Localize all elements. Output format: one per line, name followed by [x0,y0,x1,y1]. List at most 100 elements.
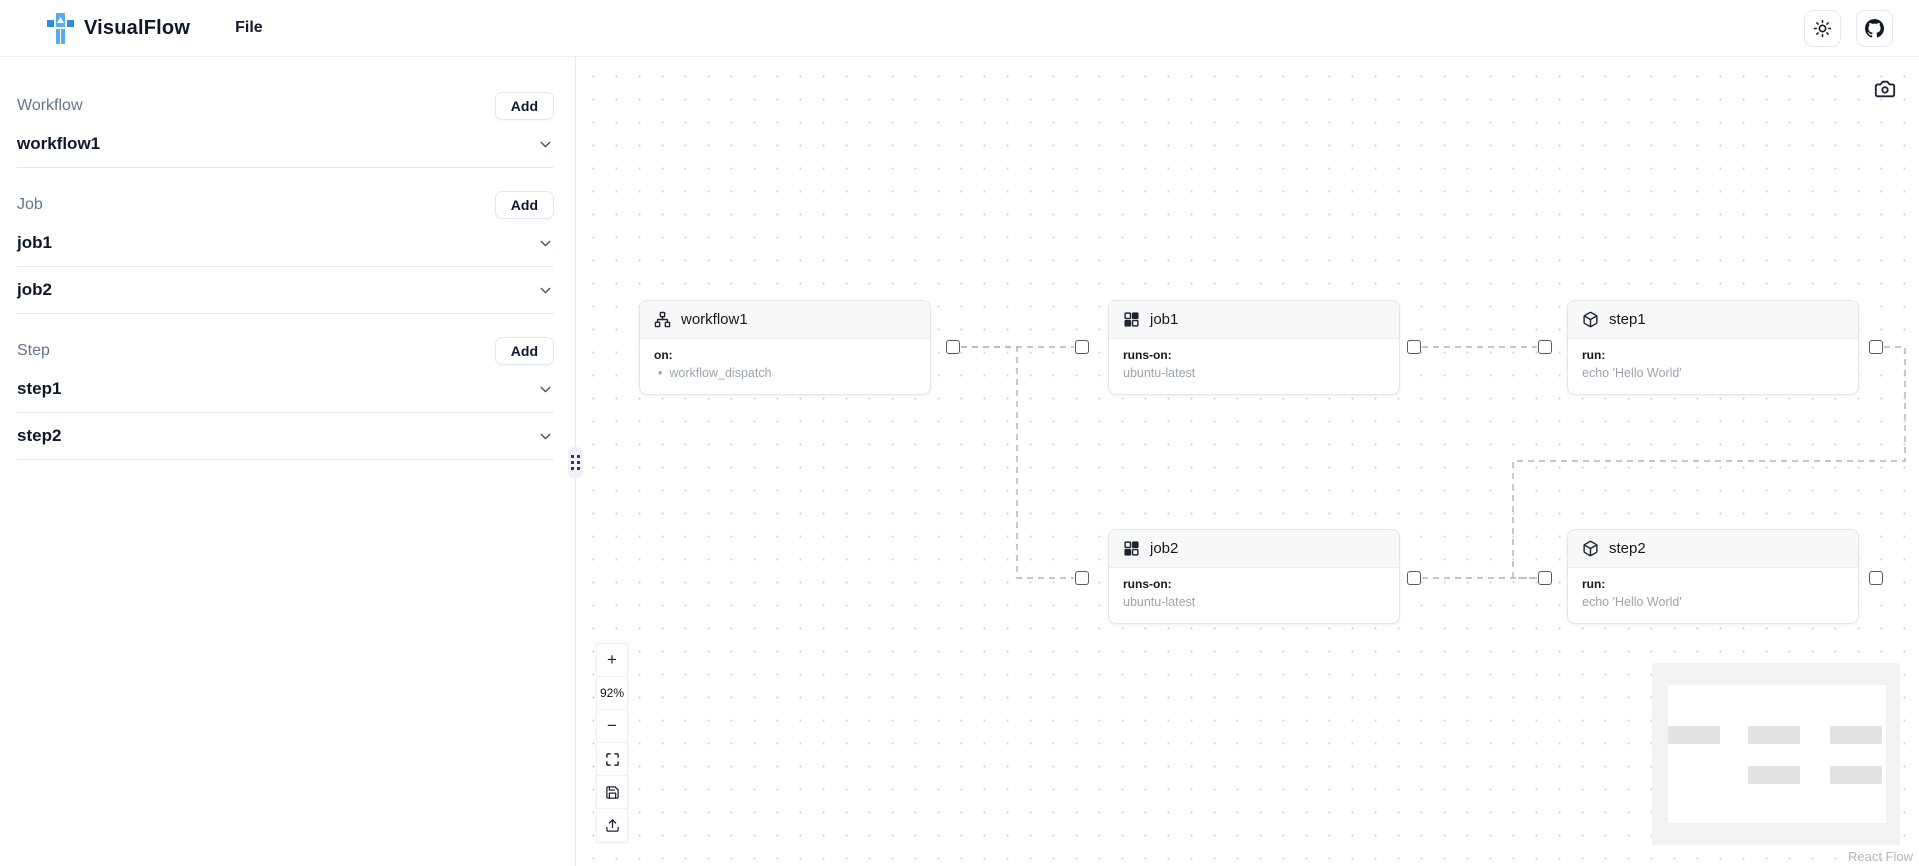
flow-node-step2[interactable]: step2 run: echo 'Hello World' [1567,529,1859,624]
fit-view-button[interactable] [597,743,627,776]
save-icon [605,785,619,799]
flow-node-workflow1[interactable]: workflow1 on: • workflow_dispatch [639,300,931,395]
zoom-out-button[interactable]: − [597,710,627,743]
section-header-job: Job Add [17,190,554,220]
sun-icon [1813,19,1832,37]
sidebar-item-step1[interactable]: step1 [17,366,554,413]
add-workflow-button[interactable]: Add [494,92,554,120]
handle-job2-target[interactable] [1075,571,1089,585]
visualflow-logo-icon [47,12,74,44]
upload-icon [605,819,619,832]
sidebar-item-workflow1[interactable]: workflow1 [17,121,554,168]
screenshot-button[interactable] [1872,76,1898,102]
node-field-value: • workflow_dispatch [654,366,916,380]
zoom-controls: + 92% − [596,643,628,843]
node-value-text: echo 'Hello World' [1582,366,1682,380]
handle-workflow1-source[interactable] [946,340,960,354]
node-header: workflow1 [640,301,930,339]
sidebar-item-job2[interactable]: job2 [17,267,554,314]
node-title: workflow1 [681,311,748,328]
minimap-node [1668,726,1720,744]
node-title: job1 [1150,311,1179,328]
flow-canvas[interactable]: + 92% − Rea [576,57,1919,866]
step-box-icon [1583,540,1598,557]
handle-step1-source[interactable] [1869,340,1883,354]
node-value-text: ubuntu-latest [1123,595,1196,609]
sidebar-item-label: workflow1 [17,134,101,153]
node-header: job1 [1109,301,1399,339]
node-title: step2 [1609,540,1646,557]
zoom-in-button[interactable]: + [597,644,627,677]
node-title: job2 [1150,540,1179,557]
header: VisualFlow File [0,0,1919,57]
sidebar-item-label: step2 [17,426,62,445]
node-header: step2 [1568,530,1858,568]
github-icon [1865,18,1884,38]
handle-step2-source[interactable] [1869,571,1883,585]
node-value-text: ubuntu-latest [1123,366,1196,380]
save-button[interactable] [597,776,627,809]
section-gap [17,168,554,190]
node-body: on: • workflow_dispatch [640,339,930,394]
add-job-button[interactable]: Add [494,191,554,219]
react-flow-attribution: React Flow [1847,849,1913,864]
section-header-step: Step Add [17,336,554,366]
node-value-text: workflow_dispatch [669,366,772,380]
flow-node-job1[interactable]: job1 runs-on:ubuntu-latest [1108,300,1400,395]
node-body: run:echo 'Hello World' [1568,339,1858,394]
node-header: job2 [1109,530,1399,568]
handle-job2-source[interactable] [1407,571,1421,585]
handle-job1-source[interactable] [1407,340,1421,354]
sidebar-item-label: job2 [17,280,52,299]
fit-view-icon [605,752,619,766]
sidebar-item-label: job1 [17,233,52,252]
sidebar-resize-handle[interactable] [568,447,583,478]
job-grid-icon [1124,541,1139,556]
node-field-value: echo 'Hello World' [1582,595,1844,609]
node-field-label: run: [1582,577,1606,591]
add-step-button[interactable]: Add [494,337,554,365]
minimap-viewport [1668,685,1886,823]
section-header-workflow: Workflow Add [17,91,554,121]
node-body: runs-on:ubuntu-latest [1109,339,1399,394]
node-body: runs-on: ubuntu-latest [1109,568,1399,623]
bullet: • [658,366,663,380]
step-box-icon [1583,311,1598,328]
minimap-node [1748,726,1800,744]
chevron-down-icon [540,141,551,147]
node-field-label: on: [654,348,673,362]
sidebar-item-job1[interactable]: job1 [17,220,554,267]
minimap[interactable] [1652,663,1900,845]
handle-step2-target[interactable] [1538,571,1552,585]
grip-dots-icon [571,455,580,470]
section-label: Workflow [17,97,83,114]
flow-node-job2[interactable]: job2 runs-on: ubuntu-latest [1108,529,1400,624]
node-field-label: runs-on: [1123,577,1172,591]
minimap-node [1748,766,1800,784]
node-value-text: echo 'Hello World' [1582,595,1682,609]
camera-icon [1874,80,1896,98]
node-field-value: echo 'Hello World' [1582,366,1844,380]
node-body: run: echo 'Hello World' [1568,568,1858,623]
section-label: Job [17,196,43,213]
zoom-level: 92% [597,677,627,710]
handle-step1-target[interactable] [1538,340,1552,354]
chevron-down-icon [540,240,551,246]
app-title: VisualFlow [84,16,191,39]
theme-toggle-button[interactable] [1804,9,1841,47]
section-gap [17,314,554,336]
section-label: Step [17,342,50,359]
job-grid-icon [1124,312,1139,327]
github-button[interactable] [1856,9,1893,47]
node-header: step1 [1568,301,1858,339]
menu-file[interactable]: File [235,19,263,36]
edge-workflow1-to-job2 [961,346,1074,579]
handle-job1-target[interactable] [1075,340,1089,354]
upload-button[interactable] [597,809,627,842]
sidebar-item-step2[interactable]: step2 [17,413,554,460]
workflow-icon [654,311,671,328]
node-field-value: ubuntu-latest [1123,595,1385,609]
